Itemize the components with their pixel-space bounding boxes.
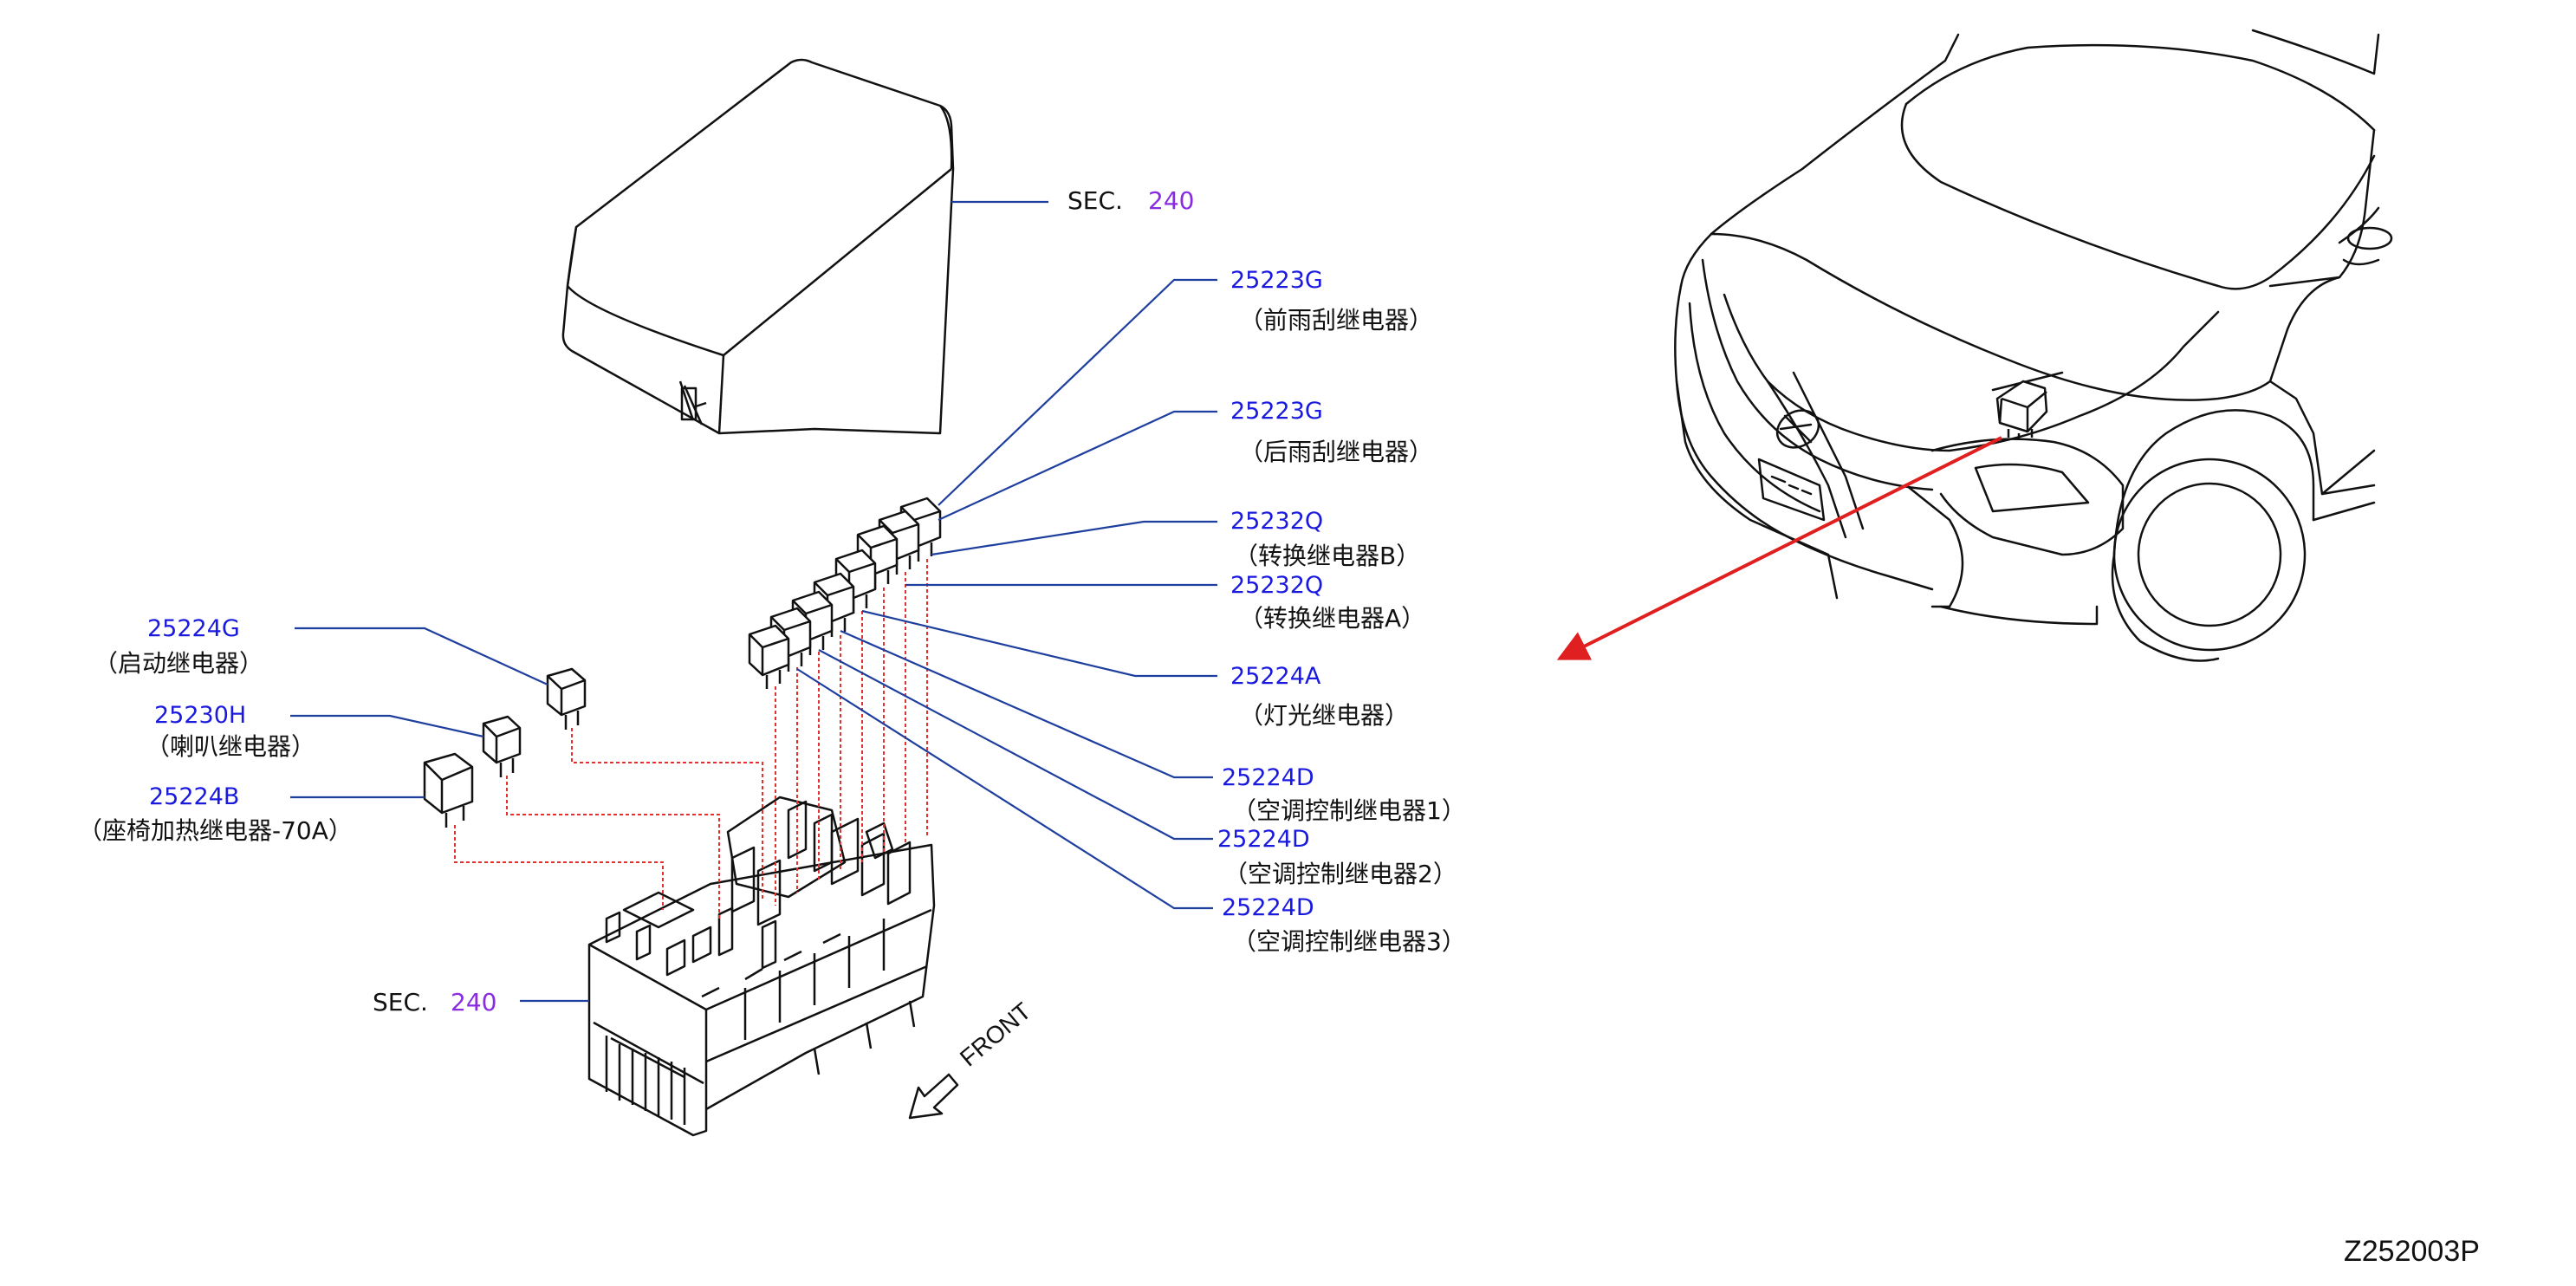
part-link-switch-relay-b[interactable]: 25232Q [1230, 508, 1324, 535]
section-ref-cover-prefix: SEC. [1067, 186, 1123, 215]
part-link-seat-heater-relay[interactable]: 25224B [149, 783, 240, 810]
relay-group [423, 497, 942, 828]
vehicle-relay-box [1995, 380, 2048, 440]
part-name-rear-wiper-relay: （后雨刮继电器） [1239, 438, 1434, 466]
part-name-seat-heater-relay: （座椅加热继电器-70A） [78, 816, 353, 845]
relay-8 [748, 624, 790, 689]
part-name-ac-relay-2: （空调控制继电器2） [1223, 860, 1457, 888]
part-name-ac-relay-3: （空调控制继电器3） [1232, 927, 1466, 956]
part-link-light-relay[interactable]: 25224A [1230, 663, 1321, 690]
relay-seat-heater [423, 752, 474, 828]
section-ref-box-link[interactable]: 240 [451, 988, 497, 1016]
section-ref-box-prefix: SEC. [373, 988, 428, 1016]
relay-socket-links [454, 559, 928, 919]
part-link-ac-relay-3[interactable]: 25224D [1222, 894, 1314, 921]
part-link-start-relay[interactable]: 25224G [147, 615, 240, 642]
front-arrow [908, 1073, 959, 1120]
part-name-light-relay: （灯光继电器） [1239, 701, 1410, 730]
part-name-horn-relay: （喇叭继电器） [146, 732, 316, 761]
fuse-relay-box [587, 796, 936, 1137]
location-pointer-arrow [1556, 436, 2002, 660]
part-name-ac-relay-1: （空调控制继电器1） [1232, 796, 1466, 825]
section-ref-cover-link[interactable]: 240 [1148, 186, 1195, 215]
front-label: FRONT [955, 997, 1036, 1072]
fuse-box-cover [561, 58, 955, 435]
part-name-front-wiper-relay: （前雨刮继电器） [1239, 306, 1434, 334]
part-name-start-relay: （启动继电器） [94, 649, 264, 678]
part-link-switch-relay-a[interactable]: 25232Q [1230, 572, 1324, 599]
part-link-front-wiper-relay[interactable]: 25223G [1230, 267, 1323, 294]
part-link-ac-relay-2[interactable]: 25224D [1217, 826, 1310, 853]
diagram-code: Z252003P [2344, 1235, 2480, 1268]
relay-start [546, 667, 587, 730]
callout-leaders [290, 200, 1217, 1003]
relay-horn [482, 715, 522, 777]
vehicle-outline [1674, 29, 2393, 662]
part-link-rear-wiper-relay[interactable]: 25223G [1230, 398, 1323, 425]
part-name-switch-relay-b: （转换继电器B） [1234, 542, 1421, 570]
part-link-ac-relay-1[interactable]: 25224D [1222, 764, 1314, 791]
part-link-horn-relay[interactable]: 25230H [154, 702, 247, 729]
part-name-switch-relay-a: （转换继电器A） [1239, 604, 1426, 633]
